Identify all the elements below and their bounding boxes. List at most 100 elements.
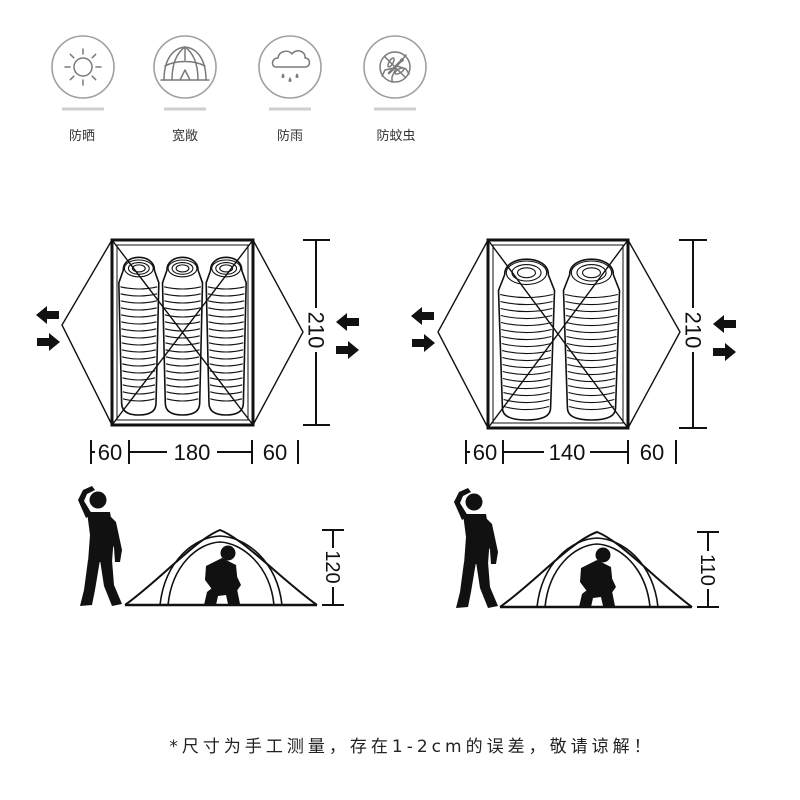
rain-drop [295, 73, 299, 78]
sleeping-bag-baffle [210, 398, 243, 402]
sleeping-bag [205, 256, 247, 416]
sleeping-bag-hood-ring [167, 259, 198, 278]
sleeping-bag-baffle [565, 321, 618, 327]
sleeping-bag-baffle [120, 286, 158, 290]
sleeping-bag-baffle [501, 349, 552, 355]
sleeping-bag-baffle [166, 398, 199, 402]
length-dimension: 210 [303, 239, 330, 426]
sleeping-bag-baffle [163, 286, 202, 290]
sleeping-bag-outline [161, 256, 204, 416]
sleeping-bag-baffle [208, 314, 245, 318]
inner-tent-border [492, 244, 624, 424]
sleeping-bag-baffle [207, 286, 245, 290]
sleeping-bag-baffle [209, 356, 244, 360]
mosquito-wing [387, 57, 395, 68]
entrance-arrow-in [713, 315, 736, 333]
sleeping-bag-baffle [501, 335, 552, 341]
entrance-arrow-out [411, 307, 434, 325]
sleeping-bag-baffle [208, 307, 245, 311]
sleeping-bag [497, 258, 556, 421]
sun-rays [64, 48, 102, 86]
height-dimension: 110 [696, 531, 719, 608]
height-value: 110 [696, 554, 718, 586]
sleeping-bag-baffle [210, 391, 243, 395]
inner-width-value: 180 [174, 440, 211, 465]
person-head [89, 491, 107, 509]
sleeping-bag-baffle [565, 293, 618, 299]
vestibule-right-value: 60 [640, 440, 664, 465]
sun-icon [64, 48, 102, 86]
sleeping-bag-baffle [121, 328, 157, 332]
person-head [220, 545, 236, 561]
entrance-arrow-in [336, 313, 359, 331]
sleeping-bag-baffle [503, 405, 550, 411]
feature-rainproof: 防雨 [258, 35, 322, 144]
inner-tent-border [116, 244, 249, 421]
rain-cloud-icon [271, 50, 311, 82]
feature-label: 宽敞 [172, 128, 198, 144]
sleeping-bag-baffle [500, 321, 553, 327]
tent-pole-inner [544, 543, 651, 608]
sleeping-bag-baffle [164, 321, 201, 325]
dimension-line [679, 239, 707, 429]
sleeping-bag-baffle [501, 342, 552, 348]
sleeping-bag-baffle [166, 391, 199, 395]
entrance-arrow-out [713, 343, 736, 361]
icon-ring [153, 35, 217, 99]
entrance-arrow-in [412, 334, 435, 352]
sleeping-bag-baffle [503, 391, 550, 397]
sleeping-bag-baffle [500, 300, 553, 306]
feature-label: 防蚊虫 [376, 128, 415, 144]
entrance-arrow-out [336, 341, 359, 359]
vestibule-left-value: 60 [473, 440, 497, 465]
crouching-person-silhouette [204, 545, 241, 605]
sleeping-bags [497, 258, 621, 421]
dimension-line [465, 440, 677, 464]
tent-icon [160, 46, 210, 81]
floor-plan-three-person: 210 60 180 60 [36, 238, 359, 465]
sleeping-bag-baffle [566, 328, 617, 334]
sleeping-bag-baffle [120, 300, 158, 304]
sleeping-bag-baffle [502, 377, 551, 383]
sleeping-bag-baffle [208, 342, 244, 346]
sleeping-bag-baffle [120, 314, 157, 318]
sleeping-bag-baffle [567, 370, 616, 376]
dimension-line [322, 529, 344, 606]
tent-pole-outer [536, 537, 659, 608]
sleeping-bag-baffle [503, 384, 550, 390]
cloud-shape [271, 50, 311, 68]
sleeping-bag-hood-ring [581, 267, 602, 279]
rain-drop [288, 77, 292, 82]
tent-door [179, 69, 191, 81]
sleeping-bag-baffle [122, 363, 156, 367]
sleeping-bag-baffle [566, 335, 617, 341]
sleeping-bag-hood-ring [219, 264, 234, 273]
sleeping-bag-baffle [121, 356, 156, 360]
sleeping-bag-baffle [165, 356, 200, 360]
sleeping-bag-baffle [209, 384, 243, 388]
sleeping-bag-baffle [567, 377, 616, 383]
sleeping-bag-baffle [500, 293, 553, 299]
crouching-person-silhouette [579, 547, 616, 607]
sleeping-bag-hood-ring [131, 264, 146, 273]
tent-pole-inner [167, 541, 275, 606]
sleeping-bag-baffle [501, 328, 552, 334]
mosquito-icon [379, 51, 411, 83]
pole-cross [111, 239, 254, 426]
tent-pole-outer [159, 535, 283, 606]
sleeping-bag-baffle [566, 342, 617, 348]
sleeping-bag-baffle [500, 314, 553, 320]
sleeping-bag-baffle [503, 398, 550, 404]
sleeping-bag-hood-ring [175, 264, 190, 273]
sleeping-bag-baffle [166, 377, 199, 381]
feature-insect-proof: 防蚊虫 [363, 35, 427, 144]
person-head [595, 547, 611, 563]
sleeping-bag-baffle [208, 335, 244, 339]
pole-cross [487, 239, 629, 429]
standing-person-silhouette [454, 488, 498, 608]
sleeping-bag-baffle [121, 321, 157, 325]
person-head [465, 493, 483, 511]
sleeping-bag-hood-ring [171, 261, 194, 275]
sleeping-bag-baffle [121, 335, 157, 339]
